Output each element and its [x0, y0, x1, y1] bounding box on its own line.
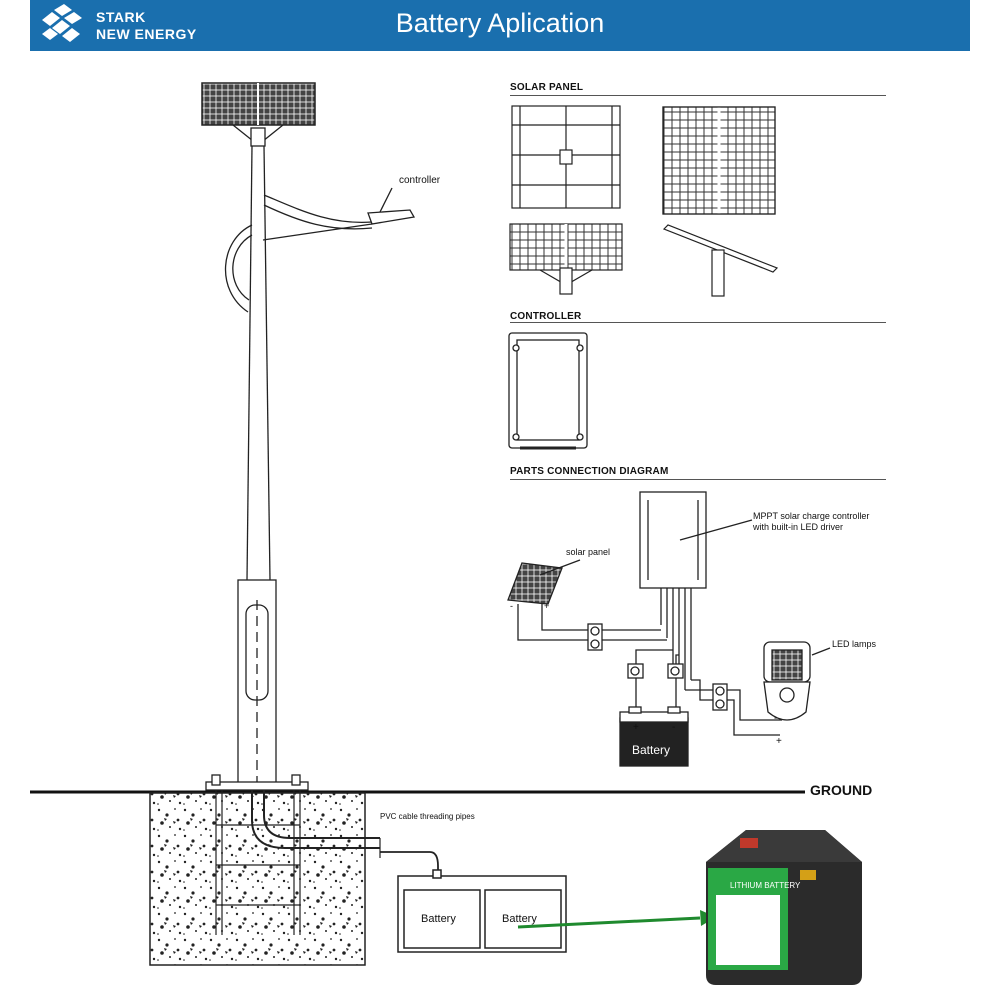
solar-panel-label: solar panel — [566, 547, 611, 557]
led-plus: + — [776, 736, 782, 747]
page-title: Battery Aplication — [395, 8, 605, 38]
section-controller: CONTROLLER — [510, 311, 582, 322]
controller-callout: controller — [399, 175, 441, 186]
underground-battery-box — [397, 869, 567, 953]
led-minus: - — [774, 713, 778, 724]
section-parts-connection: PARTS CONNECTION DIAGRAM — [510, 466, 669, 477]
divider — [510, 479, 886, 480]
controller-unit — [508, 332, 588, 450]
battery-label: Battery — [632, 743, 671, 757]
street-light-pole — [201, 82, 416, 791]
panel-plus: + — [544, 601, 550, 611]
divider — [510, 95, 886, 96]
battery-minus: - — [672, 722, 676, 733]
panel-minus: - — [510, 601, 513, 611]
mppt-label-line-2: with built-in LED driver — [753, 522, 844, 532]
pvc-label: PVC cable threading pipes — [380, 812, 475, 821]
led-lamps-label: LED lamps — [832, 639, 877, 649]
mppt-label: MPPT solar charge controller with built-… — [753, 511, 869, 533]
concrete-foundation — [149, 790, 381, 966]
battery-box-label-1: Battery — [421, 913, 456, 925]
brand-line-1: STARK — [96, 9, 146, 25]
battery-plus: + — [633, 722, 639, 733]
battery-product-label: LITHIUM BATTERY — [730, 881, 801, 890]
ground-label: GROUND — [810, 782, 873, 798]
brand-name: STARK NEW ENERGY — [96, 9, 197, 43]
stark-logo-icon — [42, 4, 82, 42]
battery-box-label-2: Battery — [502, 913, 537, 925]
lithium-battery-product: LITHIUM BATTERY — [706, 830, 862, 985]
brand-line-2: NEW ENERGY — [96, 26, 197, 42]
connection-diagram — [507, 491, 831, 767]
header-bar: STARK NEW ENERGY Battery Aplication — [30, 0, 970, 51]
section-solar-panel: SOLAR PANEL — [510, 82, 584, 93]
divider — [510, 322, 886, 323]
solar-panel-views — [509, 105, 779, 297]
mppt-label-line-1: MPPT solar charge controller — [753, 511, 870, 521]
